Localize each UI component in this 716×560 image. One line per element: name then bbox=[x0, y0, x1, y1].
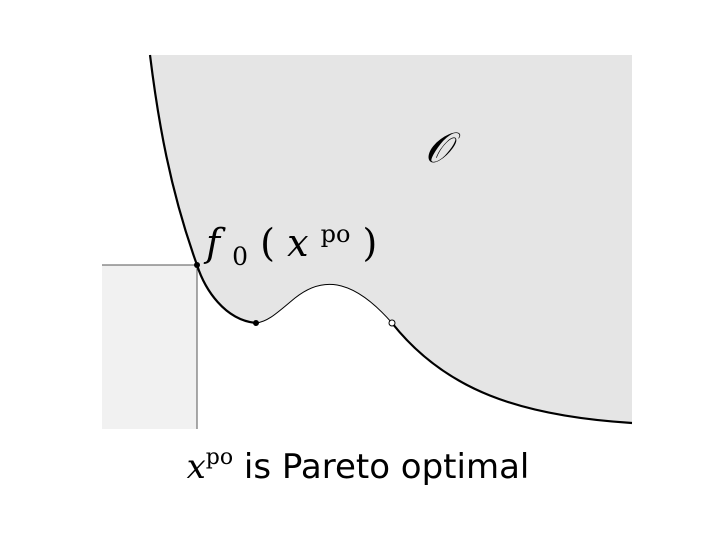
point-label: f 0 ( x po ) bbox=[203, 207, 377, 274]
point-label-sup: po bbox=[321, 220, 351, 248]
caption: xpo is Pareto optimal bbox=[0, 445, 716, 487]
pareto-boundary-upper bbox=[148, 54, 257, 325]
pareto-optimal-point bbox=[194, 262, 200, 268]
dominance-cone-region bbox=[102, 265, 197, 429]
caption-text: is Pareto optimal bbox=[233, 447, 530, 487]
non-pareto-boundary bbox=[255, 283, 393, 324]
point-label-func: f bbox=[203, 221, 226, 265]
point-label-close: ) bbox=[363, 221, 378, 265]
point-label-open: ( bbox=[260, 221, 275, 265]
caption-var: x bbox=[186, 447, 206, 487]
boundary-point-filled bbox=[253, 320, 259, 326]
boundary-point-open bbox=[388, 319, 396, 327]
caption-sup: po bbox=[205, 445, 234, 470]
point-label-sub: 0 bbox=[232, 242, 248, 271]
pareto-boundary-lower bbox=[391, 322, 633, 425]
achievable-set-region bbox=[150, 55, 632, 423]
point-label-var: x bbox=[287, 221, 308, 265]
